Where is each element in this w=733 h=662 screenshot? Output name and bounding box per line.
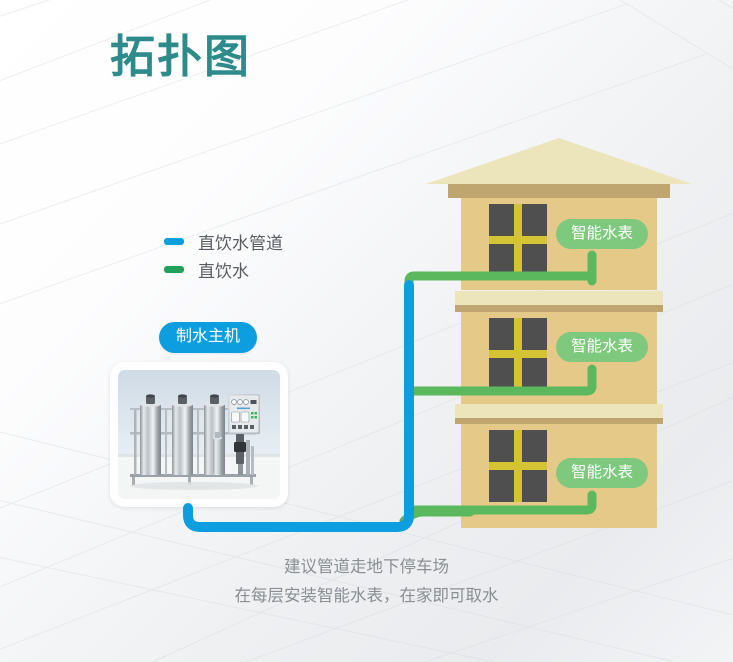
caption-line-2: 在每层安装智能水表，在家即可取水: [234, 587, 499, 605]
building-floor-band-edge: [455, 305, 663, 312]
legend-item-label: 直饮水管道: [198, 233, 283, 253]
smart-meter-badge-floor-3: 智能水表: [556, 219, 649, 250]
page-title: 拓扑图: [110, 31, 252, 82]
legend-item-water: 直饮水: [164, 255, 283, 283]
smart-meter-badge-floor-1: 智能水表: [556, 458, 649, 489]
branch-pipe-floor-1: [404, 490, 597, 524]
water-machine-photo: [118, 370, 280, 499]
caption-line-1: 建议管道走地下停车场: [284, 558, 449, 576]
branch-pipe-floor-3: [404, 250, 597, 290]
legend-item-pipe: 直饮水管道: [164, 227, 283, 255]
caption: 建议管道走地下停车场 在每层安装智能水表，在家即可取水: [0, 553, 733, 611]
dash-swatch-icon: [164, 237, 184, 245]
building-window-floor-1: [489, 430, 547, 502]
branch-pipe-floor-2: [404, 364, 597, 405]
building-window-floor-3: [489, 204, 547, 276]
legend-item-label: 直饮水: [198, 261, 249, 281]
building-floor-band-edge: [455, 418, 663, 424]
water-machine-card: [110, 362, 288, 507]
host-machine-badge: 制水主机: [159, 322, 258, 353]
branch-pipe-ground: [399, 507, 475, 526]
building-roof: [426, 138, 692, 184]
building-floor-band: [455, 404, 663, 418]
building-floor-band: [455, 291, 663, 305]
dash-swatch-icon: [164, 265, 184, 273]
smart-meter-badge-floor-2: 智能水表: [556, 332, 649, 363]
building-eave: [448, 184, 670, 198]
legend: 直饮水管道 直饮水: [164, 227, 283, 283]
building-window-floor-2: [489, 318, 547, 390]
